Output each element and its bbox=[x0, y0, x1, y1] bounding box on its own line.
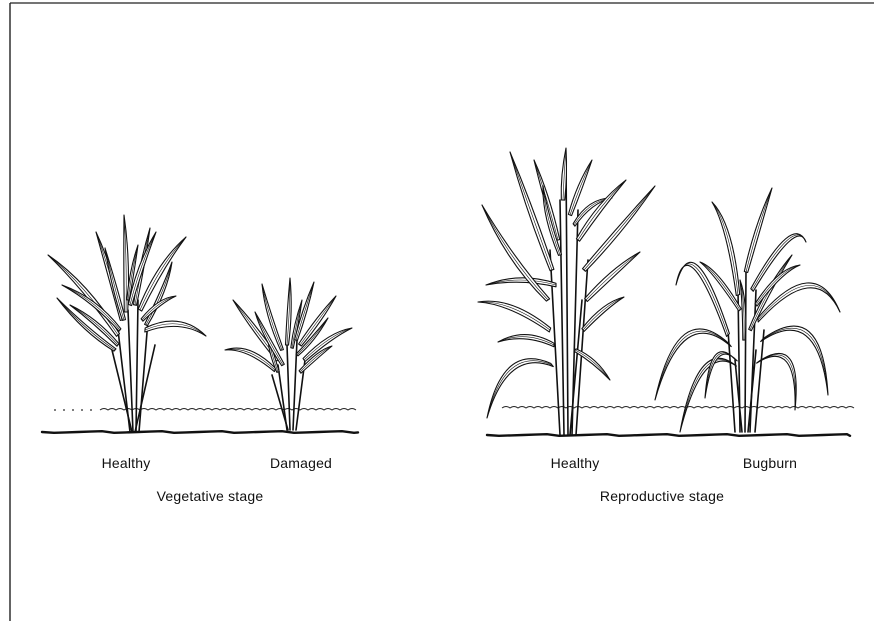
label-healthy-vegetative: Healthy bbox=[102, 455, 151, 471]
leaf bbox=[487, 359, 553, 418]
stem bbox=[745, 270, 746, 432]
water-dot bbox=[81, 409, 83, 411]
water-wave bbox=[502, 407, 854, 409]
water-wave bbox=[100, 409, 356, 411]
reproductive-stage-panel bbox=[478, 148, 854, 436]
label-healthy-reproductive: Healthy bbox=[551, 455, 600, 471]
healthy-reproductive-plant bbox=[478, 148, 655, 435]
leaf bbox=[145, 321, 206, 336]
leaf bbox=[105, 248, 126, 320]
leaf bbox=[712, 202, 740, 296]
leaf bbox=[478, 301, 551, 332]
water-dot bbox=[54, 409, 56, 411]
caption-reproductive-stage: Reproductive stage bbox=[600, 488, 724, 504]
leaf-midrib bbox=[752, 235, 806, 290]
leaf bbox=[498, 335, 554, 347]
leaf bbox=[680, 358, 736, 432]
water-dot bbox=[90, 409, 92, 411]
stem bbox=[139, 320, 148, 432]
label-bugburn: Bugburn bbox=[743, 455, 797, 471]
healthy-vegetative-plant bbox=[48, 215, 206, 432]
stem bbox=[287, 345, 290, 430]
stem bbox=[128, 310, 133, 432]
stem bbox=[755, 330, 764, 432]
ground-line bbox=[42, 431, 358, 433]
leaf bbox=[676, 262, 729, 336]
bugburn-reproductive-plant bbox=[655, 188, 840, 432]
leaf bbox=[751, 234, 806, 292]
label-damaged: Damaged bbox=[270, 455, 332, 471]
vegetative-stage-panel bbox=[42, 215, 358, 433]
leaf bbox=[583, 186, 656, 271]
water-dot bbox=[63, 409, 65, 411]
leaf bbox=[757, 353, 797, 410]
stem bbox=[748, 350, 756, 432]
ground-line bbox=[487, 434, 850, 436]
leaf bbox=[740, 280, 746, 340]
leaf bbox=[482, 205, 550, 301]
water-surface-line bbox=[54, 409, 356, 411]
leaf-midrib bbox=[758, 355, 796, 410]
water-dot bbox=[72, 409, 74, 411]
leaf-midrib bbox=[487, 361, 552, 418]
leaf bbox=[582, 297, 624, 331]
leaf bbox=[286, 278, 292, 345]
stem bbox=[566, 160, 568, 435]
stem bbox=[560, 200, 564, 435]
water-surface-line bbox=[502, 407, 854, 409]
stem bbox=[136, 300, 138, 432]
damaged-vegetative-plant bbox=[225, 278, 352, 430]
leaf bbox=[57, 298, 116, 351]
leaf-midrib bbox=[676, 264, 728, 335]
leaf bbox=[225, 348, 276, 372]
caption-vegetative-stage: Vegetative stage bbox=[157, 488, 264, 504]
